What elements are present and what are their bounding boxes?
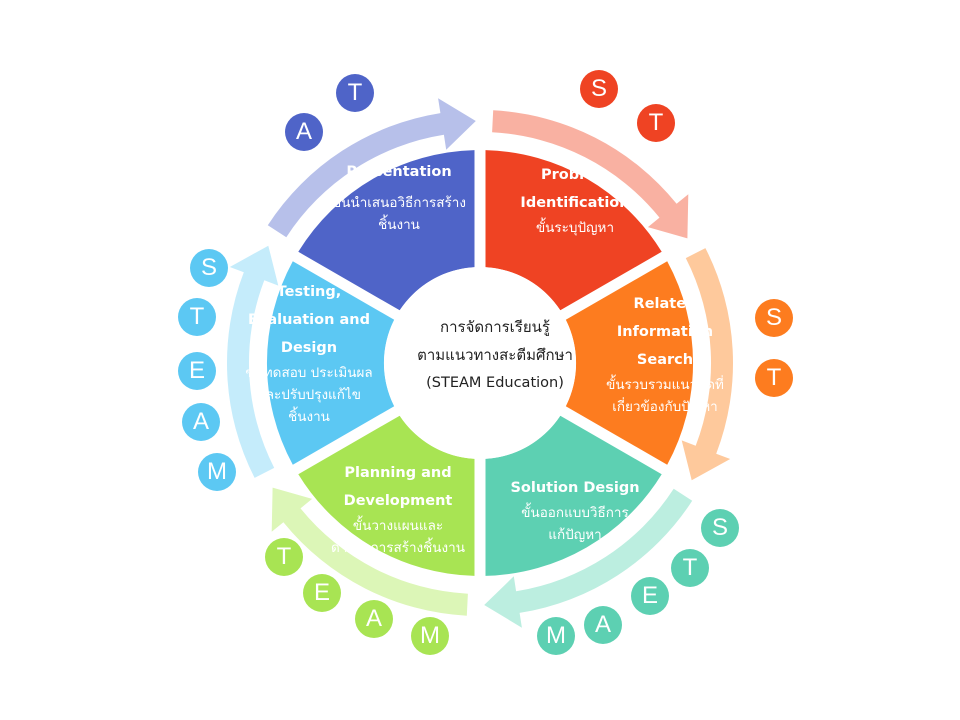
letter-circle: M — [537, 617, 575, 655]
segment-thai-line: ชิ้นงาน — [378, 217, 420, 233]
segment-title-line: Planning and — [344, 465, 452, 481]
center-line-3: (STEAM Education) — [426, 375, 564, 391]
segment-title-line: Evaluation and — [248, 312, 370, 328]
letter-circle: T — [755, 359, 793, 397]
segment-title-line: Design — [280, 340, 338, 356]
segment-wedge-testing-evaluation-design — [266, 261, 395, 465]
segment-title-line: Related — [633, 296, 697, 312]
segment-arrow-solution-design — [484, 488, 693, 628]
letter-circle: M — [411, 617, 449, 655]
center-label: การจัดการเรียนรู้ ตามแนวทางสะตีมศึกษา (S… — [395, 313, 595, 397]
segment-thai-line: และปรับปรุงแก้ไข — [257, 387, 361, 403]
segment-thai-line: ขั้นวางแผนและ — [352, 518, 444, 534]
segment-thai-line: ขั้นนำเสนอวิธีการสร้าง — [332, 195, 466, 211]
segment-title-line: Information — [616, 324, 714, 340]
letter-circle: T — [178, 298, 216, 336]
segment-title-line: Solution Design — [510, 480, 640, 496]
letter-circle: T — [265, 538, 303, 576]
letter-circle: T — [336, 74, 374, 112]
segment-arrow-related-information-search — [681, 248, 734, 481]
letter-circle: S — [580, 70, 618, 108]
segment-thai-line: แก้ปัญหา — [548, 527, 602, 543]
segment-thai-line: ขั้นรวบรวมแนวคิดที่ — [606, 377, 724, 393]
letter-circle: A — [182, 403, 220, 441]
letter-circle: E — [631, 577, 669, 615]
segment-thai-line: ชิ้นงาน — [288, 409, 330, 425]
segment-arrow-problem-identification — [492, 110, 689, 239]
segment-wedge-problem-identification — [485, 150, 662, 311]
segment-wedge-planning-and-development — [298, 415, 475, 576]
segment-arrow-presentation — [267, 98, 476, 238]
segment-title-line: Presentation — [346, 164, 452, 180]
segment-title-line: Problem — [540, 167, 610, 183]
letter-circle: M — [198, 453, 236, 491]
segment-thai-line: ขั้นออกแบบวิธีการ — [521, 505, 629, 521]
letter-circle: T — [671, 549, 709, 587]
segment-solution-design-label: Solution Design ขั้นออกแบบวิธีการ แก้ปัญ… — [470, 474, 680, 546]
segment-arrow-planning-and-development — [271, 487, 468, 616]
segment-thai-line: ขั้นทดสอบ ประเมินผล — [245, 365, 373, 381]
segment-problem-identification-label: Problem Identification ขั้นระบุปัญหา — [470, 161, 680, 239]
letter-circle: S — [190, 249, 228, 287]
segment-presentation-label: Presentation ขั้นนำเสนอวิธีการสร้าง ชิ้น… — [294, 158, 504, 236]
segment-thai-line: ดำเนินการสร้างชิ้นงาน — [331, 540, 465, 556]
segment-wedge-solution-design — [485, 415, 662, 576]
letter-circle: T — [637, 104, 675, 142]
segment-arrow-testing-evaluation-design — [226, 245, 279, 478]
center-line-1: การจัดการเรียนรู้ — [440, 318, 550, 336]
segment-title-line: Identification — [520, 195, 630, 211]
center-circle — [384, 267, 576, 459]
segment-related-information-search-label: Related Information Search ขั้นรวบรวมแนว… — [560, 290, 770, 418]
letter-circle: S — [701, 509, 739, 547]
segment-thai-line: ขั้นระบุปัญหา — [535, 220, 615, 236]
letter-circle: S — [755, 299, 793, 337]
segment-wedge-presentation — [298, 150, 475, 311]
segment-planning-and-development-label: Planning and Development ขั้นวางแผนและ ด… — [293, 459, 503, 559]
letter-circle: A — [285, 113, 323, 151]
segment-title-line: Development — [343, 493, 453, 509]
letter-circle: A — [584, 606, 622, 644]
segment-thai-line: เกี่ยวข้องกับปัญหา — [612, 399, 718, 415]
segment-title-line: Search — [636, 352, 694, 368]
letter-circle: E — [178, 352, 216, 390]
segment-title-line: Testing, — [276, 284, 342, 300]
letter-circle: A — [355, 600, 393, 638]
letter-circle: E — [303, 574, 341, 612]
center-line-2: ตามแนวทางสะตีมศึกษา — [417, 346, 573, 364]
segment-testing-evaluation-design-label: Testing, Evaluation and Design ขั้นทดสอบ… — [204, 278, 414, 428]
segment-wedge-related-information-search — [565, 261, 694, 465]
